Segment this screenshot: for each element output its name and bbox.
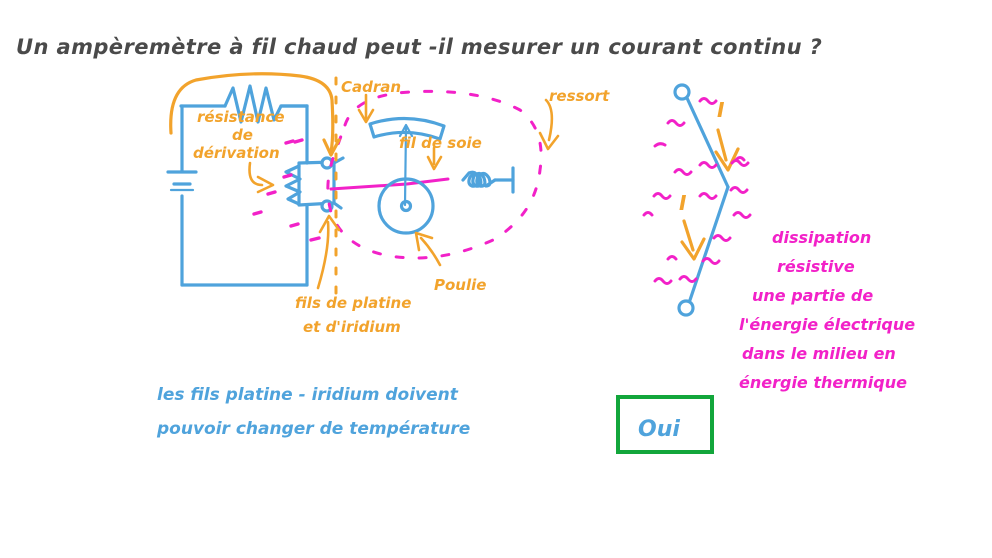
wire-segment-upper <box>685 96 730 189</box>
arrow-ressort-shaft <box>544 98 554 142</box>
note-dissipation-line6: énergie thermique <box>739 373 907 392</box>
heat-squiggle <box>673 168 693 176</box>
wire-terminal-top <box>673 83 691 101</box>
note-dissipation-line3: une partie de <box>752 286 873 305</box>
spring-coil-icon <box>461 170 497 188</box>
current-arrow-bottom-head <box>680 237 706 261</box>
arrow-poulie-shaft <box>419 236 442 267</box>
answer-text: Oui <box>638 417 680 442</box>
wire-segment-lower <box>688 185 730 302</box>
label-ressort: ressort <box>549 87 610 105</box>
note-platine-line1: les fils platine - iridium doivent <box>157 385 459 405</box>
heat-squiggle <box>653 142 667 148</box>
note-dissipation-line1: dissipation <box>772 228 871 247</box>
note-dissipation-line5: dans le milieu en <box>742 344 896 363</box>
heat-squiggle <box>678 275 698 283</box>
note-dissipation-line2: résistive <box>777 257 855 276</box>
heat-squiggle <box>666 255 678 261</box>
heat-dash <box>266 190 277 196</box>
needle-arrowhead <box>398 123 414 138</box>
heat-squiggle <box>730 159 750 167</box>
current-label-bottom: I <box>679 191 687 215</box>
resistor-zigzag-icon <box>223 84 309 124</box>
heat-squiggle <box>732 211 752 219</box>
heat-squiggle <box>652 192 672 200</box>
note-platine-line2: pouvoir changer de température <box>156 419 470 439</box>
current-arrow-top-shaft <box>716 128 728 162</box>
note-dissipation-line4: l'énergie électrique <box>739 315 915 334</box>
arrow-cadran-head <box>357 108 375 124</box>
arrow-to-hotwire-head <box>256 175 275 194</box>
current-arrow-bottom-shaft <box>682 219 695 252</box>
silk-thread-line <box>329 177 450 191</box>
arrow-ressort-head <box>538 131 560 151</box>
spring-group <box>461 166 515 194</box>
heat-squiggles-group <box>642 97 752 285</box>
label-platine-line2: et d'iridium <box>303 318 401 336</box>
dial-group <box>368 116 446 141</box>
pulley-group <box>377 177 435 235</box>
label-shunt-line1: résistance <box>197 108 285 126</box>
heat-dash <box>289 222 300 228</box>
label-cadran: Cadran <box>341 78 401 96</box>
label-fil-de-soie: fil de soie <box>399 134 482 152</box>
heat-squiggle <box>712 234 732 242</box>
label-shunt-line2: de <box>232 126 253 144</box>
pulley-wheel <box>377 177 435 235</box>
needle-pointer <box>403 124 408 207</box>
heat-dash <box>309 236 321 242</box>
shunt-bracket <box>169 72 335 154</box>
shunt-bracket-arrowhead <box>322 138 341 157</box>
heat-region-dashed-outline <box>326 89 543 260</box>
heat-squiggle <box>698 97 718 105</box>
arrow-filsoie-head <box>426 155 443 171</box>
arrow-poulie-head <box>414 231 434 252</box>
pulley-axle <box>399 199 413 213</box>
arrow-to-hotwire-curve <box>248 161 264 187</box>
heat-squiggle <box>701 257 721 265</box>
label-shunt-line3: dérivation <box>193 144 280 162</box>
arrow-platine-shaft <box>316 220 330 290</box>
heat-squiggle <box>666 119 686 127</box>
answer-box <box>616 395 714 454</box>
hotwire-terminal-lead-bottom <box>332 201 343 210</box>
current-arrow-top-head <box>714 147 740 172</box>
heat-squiggle <box>653 277 673 285</box>
heat-squiggle <box>642 211 654 217</box>
current-label-top: I <box>717 98 725 122</box>
heat-dash <box>252 210 263 216</box>
label-platine-line1: fils de platine <box>295 294 411 312</box>
arrow-platine-head <box>318 214 341 234</box>
heat-dashes-left-group <box>252 138 321 242</box>
heat-dash <box>293 138 304 144</box>
wire-terminal-bottom <box>677 299 695 317</box>
heat-squiggle <box>698 192 718 200</box>
page-title: Un ampèremètre à fil chaud peut -il mesu… <box>16 35 822 59</box>
hotwire-zigzag-icon <box>284 164 302 206</box>
heat-squiggle <box>729 186 749 194</box>
right-wire-group <box>673 83 730 317</box>
heat-dash <box>282 173 293 179</box>
heat-squiggle <box>698 161 718 169</box>
label-poulie: Poulie <box>434 276 486 294</box>
dial-scale-arc <box>368 116 446 141</box>
heat-dash <box>284 139 295 145</box>
hotwire-terminal-lead-top <box>332 156 345 165</box>
